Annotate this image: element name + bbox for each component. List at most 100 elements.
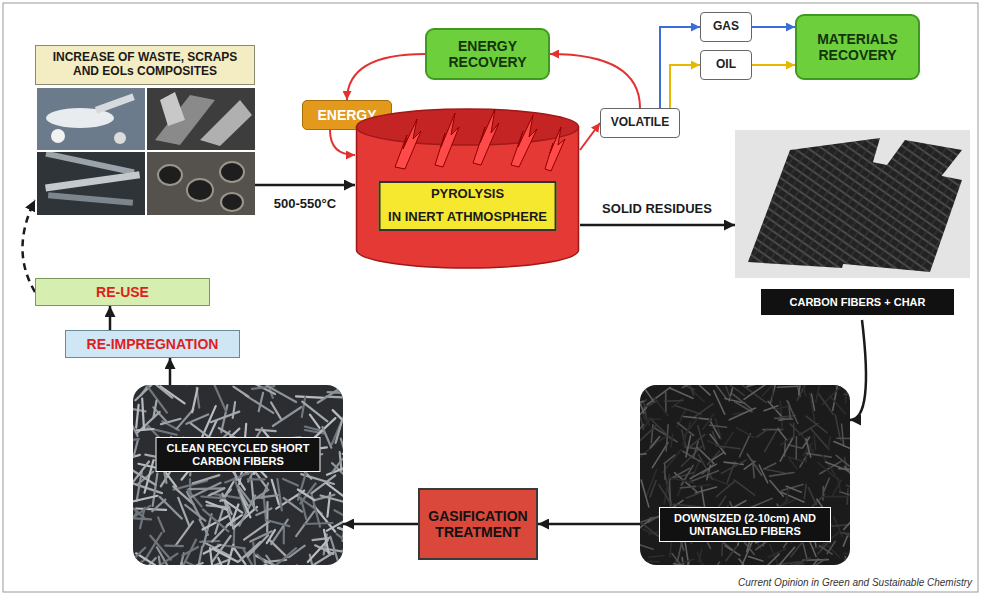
flow-arrow xyxy=(660,27,700,108)
fiber-strand xyxy=(779,416,796,418)
fiber-strand xyxy=(819,394,833,414)
fiber-strand xyxy=(737,428,755,438)
fiber-strand xyxy=(742,385,766,402)
fiber-strand xyxy=(781,437,793,445)
fiber-strand xyxy=(214,385,226,411)
flow-arrow xyxy=(580,224,735,227)
flow-arrow xyxy=(347,54,425,100)
fiber-strand xyxy=(640,543,653,549)
fiber-strand xyxy=(233,402,235,418)
flow-arrow xyxy=(550,54,640,108)
node-text: RE-IMPREGNATION xyxy=(87,336,219,352)
flow-arrow xyxy=(330,130,355,155)
fiber-strand xyxy=(729,408,755,420)
fiber-strand xyxy=(151,385,172,398)
fiber-strand xyxy=(321,496,343,503)
fiber-strand xyxy=(844,513,850,530)
fiber-strand xyxy=(332,459,342,472)
fiber-strand xyxy=(764,463,776,469)
fiber-strand xyxy=(209,488,225,496)
fiber-strand xyxy=(652,420,673,440)
fiber-strand xyxy=(159,557,164,566)
fiber-strand xyxy=(727,462,735,482)
label-plate: CLEAN RECYCLED SHORT CARBON FIBERS xyxy=(156,437,321,472)
fiber-strand xyxy=(310,415,320,428)
fiber-strand xyxy=(239,490,248,506)
fiber-strand xyxy=(257,495,279,498)
fiber-strand xyxy=(160,497,182,519)
fiber-strand xyxy=(810,393,815,421)
fiber-strand xyxy=(302,397,305,417)
fiber-strand xyxy=(643,414,650,425)
fiber-strand xyxy=(296,396,325,397)
fiber-strand xyxy=(266,502,268,531)
fiber-strand xyxy=(649,556,664,558)
product-box: OIL xyxy=(700,50,752,80)
fiber-strand xyxy=(641,480,649,507)
fiber-strand xyxy=(330,537,340,565)
pyrolysis-reactor: PYROLYSISIN INERT ATHMOSPHERE xyxy=(355,105,580,270)
fiber-strand xyxy=(643,401,658,409)
fiber-strand xyxy=(681,559,694,563)
fiber-strand xyxy=(725,432,734,445)
flow-arrow xyxy=(850,320,866,420)
fiber-strand xyxy=(799,385,802,395)
flow-arrow xyxy=(752,26,795,28)
fiber-strand xyxy=(133,506,150,523)
fiber-strand xyxy=(267,386,297,402)
fiber-strand xyxy=(844,393,850,395)
fiber-strand xyxy=(757,429,768,437)
fiber-strand xyxy=(791,540,804,556)
fiber-strand xyxy=(835,415,840,440)
fiber-strand xyxy=(826,462,850,471)
fiber-strand xyxy=(324,530,329,553)
fiber-strand xyxy=(218,558,228,565)
process-box: GASIFICATION TREATMENT xyxy=(418,488,538,560)
fiber-strand xyxy=(136,509,166,510)
fiber-strand xyxy=(828,437,830,450)
fiber-strand xyxy=(734,480,755,495)
fiber-strand xyxy=(814,435,815,450)
fiber-strand xyxy=(765,428,779,452)
fiber-strand xyxy=(740,434,751,457)
product-box: GAS xyxy=(700,12,752,42)
fiber-strand xyxy=(640,398,644,413)
fiber-strand xyxy=(273,407,302,426)
fiber-strand xyxy=(640,454,646,455)
fiber-strand xyxy=(844,553,850,555)
fiber-strand xyxy=(160,386,184,403)
node-text: CLEAN RECYCLED SHORT CARBON FIBERS xyxy=(165,442,312,467)
fiber-strand xyxy=(804,484,806,498)
volatile-box: VOLATILE xyxy=(600,108,680,138)
fiber-strand xyxy=(256,508,271,515)
fiber-strand xyxy=(203,509,229,531)
label-plate: DOWNSIZED (2-10cm) AND UNTANGLED FIBERS xyxy=(659,507,831,542)
fiber-strand xyxy=(770,473,794,477)
fiber-strand xyxy=(650,481,656,497)
fiber-strand xyxy=(284,498,302,512)
fiber-strand xyxy=(150,536,171,560)
node-text: GASIFICATION TREATMENT xyxy=(426,508,530,540)
fiber-strand xyxy=(775,406,790,409)
fiber-strand xyxy=(213,549,238,562)
fiber-strand xyxy=(277,479,281,510)
fiber-strand xyxy=(193,475,220,483)
fiber-strand xyxy=(200,540,219,543)
fiber-strand xyxy=(777,386,798,387)
node-text: PYROLYSIS xyxy=(431,187,504,202)
fiber-strand xyxy=(687,493,700,498)
flow-arrow xyxy=(538,523,640,526)
fiber-strand xyxy=(782,484,803,490)
fiber-strand xyxy=(739,559,747,565)
fiber-strand xyxy=(833,385,838,410)
waste-photo-collage xyxy=(37,88,255,215)
fiber-strand xyxy=(721,460,746,473)
fiber-strand xyxy=(264,494,267,521)
fiber-strand xyxy=(182,547,198,556)
fiber-strand xyxy=(711,422,720,438)
fiber-strand xyxy=(759,554,779,565)
fiber-strand xyxy=(666,425,668,451)
fiber-strand xyxy=(844,533,850,548)
fiber-strand xyxy=(701,487,704,507)
fiber-strand xyxy=(830,396,846,414)
